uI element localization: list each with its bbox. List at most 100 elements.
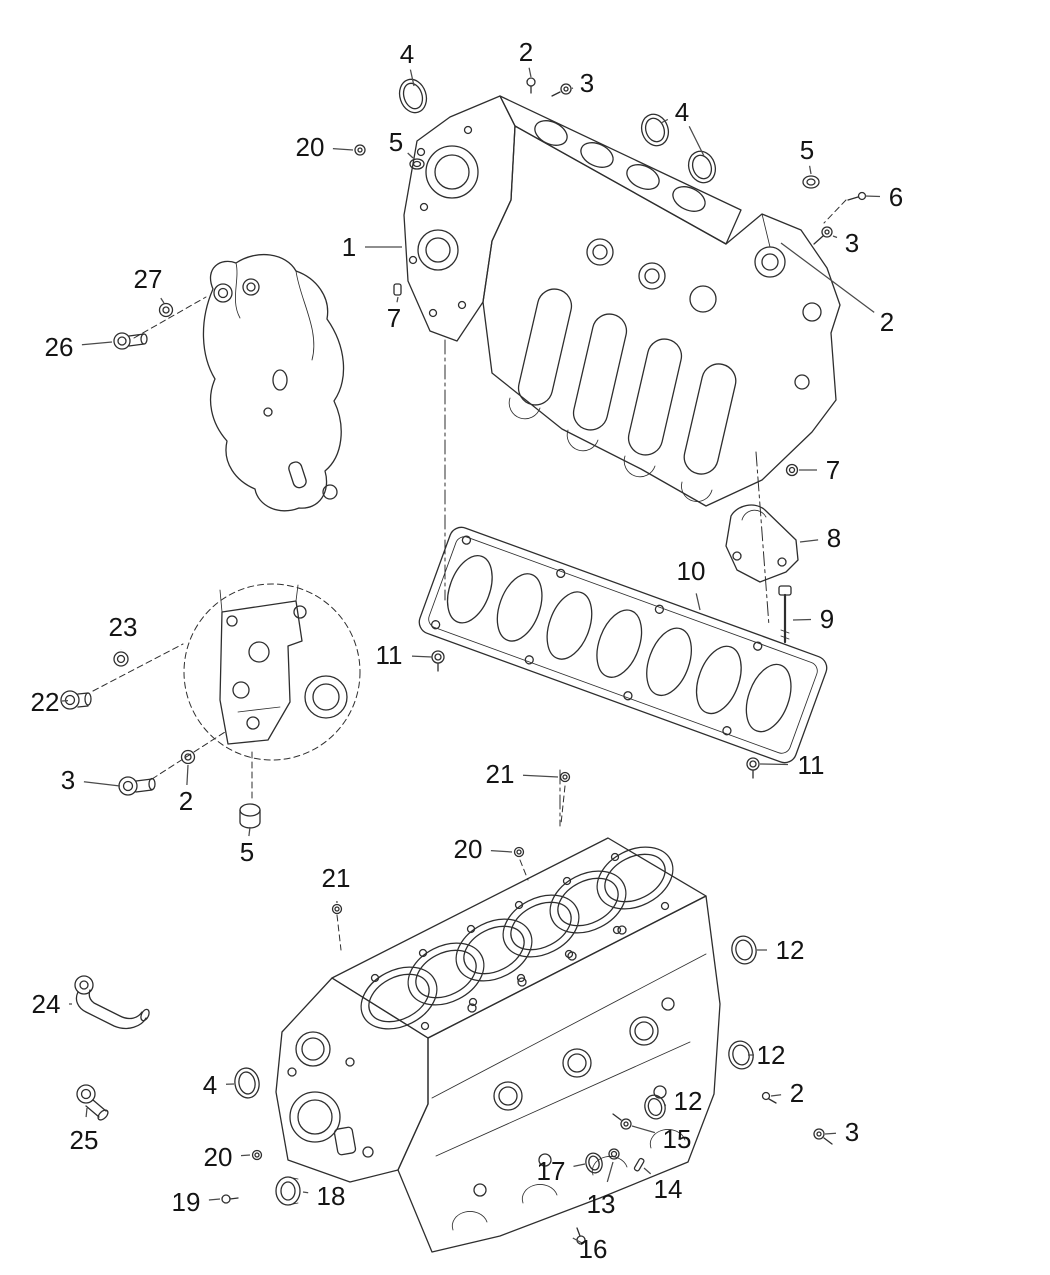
callout-5: 5 [389,127,403,157]
leader-line [81,341,113,346]
leader-line [332,147,354,151]
screw-glyph [221,1194,239,1204]
hardware-glyphs [60,77,867,1245]
nut-glyph [513,846,525,858]
screw-glyph [761,1091,777,1104]
leader-line [208,1198,221,1201]
leader-line [606,1161,614,1183]
callout-4: 4 [400,39,414,69]
callout-2: 2 [519,37,533,67]
flange-bolt-glyph [118,776,156,796]
callout-14: 14 [654,1174,683,1204]
callout-24: 24 [32,989,61,1019]
leader-line [85,1107,88,1118]
callout-11: 11 [376,640,403,670]
nut-glyph [785,463,799,477]
leader-line [302,1191,309,1194]
leader-line [411,655,433,658]
washer-glyph [180,749,196,765]
leader-line [396,296,399,303]
callout-21: 21 [486,759,515,789]
callout-12: 12 [757,1040,786,1070]
leader-line [759,763,789,766]
callout-22: 22 [31,687,60,717]
callout-20: 20 [296,132,325,162]
nut-glyph [354,144,366,156]
engine-block-top [403,95,841,507]
plug-glyph [409,158,425,170]
leader-line [780,242,875,313]
leader-line [490,849,513,853]
washer-glyph [158,302,174,318]
bolt-glyph [551,83,572,97]
nut-glyph [251,1149,263,1161]
leader-line [770,1094,782,1097]
leader-line [660,118,669,124]
callout-8: 8 [827,523,841,553]
small-bolt-glyph [431,650,445,672]
bolt-glyph [813,1128,833,1145]
callout-9: 9 [820,604,834,634]
callout-13: 13 [587,1189,616,1219]
callout-20: 20 [204,1142,233,1172]
leader-line [528,67,532,78]
leader-line [186,764,189,786]
callout-23: 23 [109,612,138,642]
oring-glyph [728,1040,754,1070]
callout-18: 18 [317,1181,346,1211]
detail-view [183,583,361,761]
flange-bolt-glyph [76,1084,109,1121]
bolt-glyph [612,1113,632,1130]
oring-glyph [234,1067,260,1099]
callout-4: 4 [203,1070,217,1100]
callout-5: 5 [800,135,814,165]
callout-5: 5 [240,837,254,867]
callout-10: 10 [677,556,706,586]
bearing-support [725,504,799,583]
callout-3: 3 [845,228,859,258]
leader-line [643,1167,652,1175]
callout-11: 11 [798,750,825,780]
screw-glyph [847,191,867,201]
callout-15: 15 [663,1124,692,1154]
leader-line [240,1154,251,1157]
screw-glyph [526,77,536,94]
callout-3: 3 [61,765,75,795]
oring-glyph [731,935,757,965]
dowel-glyph [393,283,402,296]
leader-line [792,618,812,621]
flange-bolt-glyph [113,332,148,350]
leader-line [631,1125,656,1134]
callout-2: 2 [179,786,193,816]
nut-glyph [331,903,343,915]
callout-1: 1 [342,232,356,262]
callout-3: 3 [845,1117,859,1147]
plug-glyph [802,175,820,189]
leader-line [572,1237,583,1244]
callout-27: 27 [134,264,163,294]
leader-line [832,235,838,239]
callout-26: 26 [45,332,74,362]
washer-glyph [113,651,129,667]
callout-12: 12 [674,1086,703,1116]
callout-6: 6 [889,182,903,212]
leader-line [695,593,701,611]
leader-line [799,539,819,543]
leader-line [83,781,121,787]
callout-3: 3 [580,68,594,98]
callout-7: 7 [826,455,840,485]
leader-line [522,774,559,778]
oil-tube-glyph [74,975,150,1030]
callout-19: 19 [172,1187,201,1217]
bedplate-gasket [418,526,828,764]
callout-2: 2 [790,1078,804,1108]
adapter-bracket [202,253,345,512]
leader-line [409,69,415,87]
stud-glyph [633,1157,645,1172]
plug-glyph [60,690,92,710]
cup-plug-glyph [275,1176,301,1206]
leader-line [808,165,812,175]
engine-block-bottom [275,837,721,1253]
